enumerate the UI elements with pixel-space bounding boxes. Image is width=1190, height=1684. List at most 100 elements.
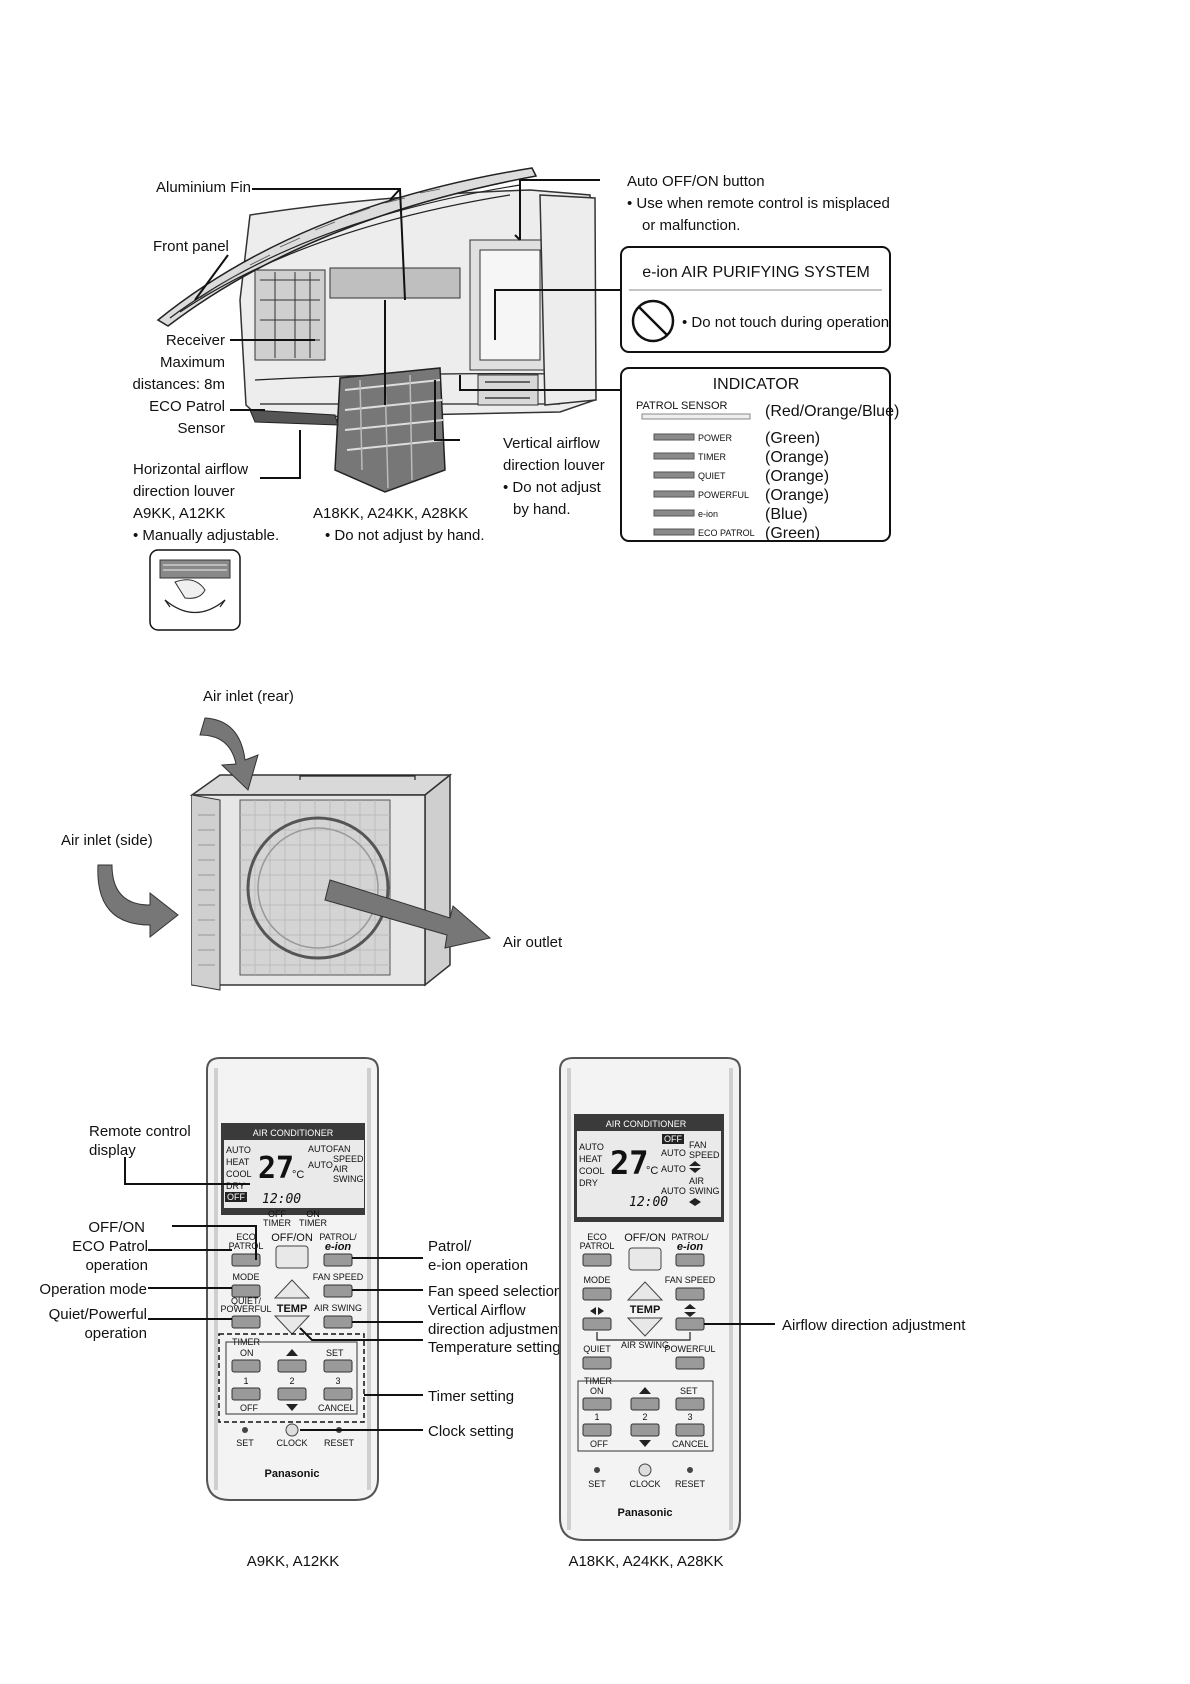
remote-large-timer-3-button[interactable] — [676, 1398, 704, 1410]
remote-large-powerful-label: POWERFUL — [664, 1344, 715, 1354]
remote-large-horizontal-swing-button[interactable] — [583, 1318, 611, 1330]
remote-small: AIR CONDITIONER AUTO HEAT COOL DRY OFF 2… — [207, 1058, 378, 1500]
remote-large-timer-off-button[interactable] — [583, 1424, 611, 1436]
indicator-box: INDICATOR PATROL SENSOR (Red/Orange/Blue… — [621, 368, 899, 542]
remote-small-auto-2: AUTO — [308, 1160, 333, 1170]
callout-fan-speed: Fan speed selection — [428, 1283, 562, 1300]
remote-large-fan: FAN — [689, 1140, 707, 1150]
remote-small-airswing-label: AIR SWING — [314, 1303, 362, 1313]
callout-timer: Timer setting — [428, 1388, 514, 1405]
remote-large-airswing-label: AIR SWING — [621, 1340, 669, 1350]
remote-small-clock-button[interactable] — [286, 1424, 298, 1436]
callout-clock: Clock setting — [428, 1423, 514, 1440]
remote-large-mode-button[interactable] — [583, 1288, 611, 1300]
remote-small-mode-dry: DRY — [226, 1181, 245, 1191]
indicator-lamp — [654, 510, 694, 516]
remote-small-air: AIR — [333, 1164, 349, 1174]
label-receiver: Receiver — [166, 332, 225, 349]
callout-quiet: Quiet/Powerful — [49, 1306, 147, 1323]
callout-eco-patrol: ECO Patrol — [72, 1238, 148, 1255]
remote-small-eion-label: e-ion — [325, 1241, 352, 1253]
remote-small-timer-2-button[interactable] — [278, 1360, 306, 1372]
remote-large-eco-label-2: PATROL — [580, 1241, 615, 1251]
label-vertical-louver: Vertical airflow — [503, 435, 600, 452]
label-auto-button: Auto OFF/ON button — [627, 173, 765, 190]
remote-small-off-timer-2: TIMER — [263, 1218, 291, 1228]
remote-large-timer-1-button[interactable] — [583, 1398, 611, 1410]
remote-large-fan-button[interactable] — [676, 1288, 704, 1300]
remote-large-timer-2-button[interactable] — [631, 1398, 659, 1410]
remote-large-eion-label: e-ion — [677, 1241, 704, 1253]
remote-small-patrol-button[interactable] — [324, 1254, 352, 1266]
remote-large-mode-cool: COOL — [579, 1166, 605, 1176]
label-aluminium-fin: Aluminium Fin — [156, 179, 251, 196]
callout-vertical-airflow-2: direction adjustment — [428, 1321, 563, 1338]
remote-large-mode-label: MODE — [584, 1275, 611, 1285]
remote-large-timer-label: TIMER — [584, 1376, 612, 1386]
remote-large-auto-1: AUTO — [661, 1148, 686, 1158]
remote-small-offon-label: OFF/ON — [271, 1232, 313, 1244]
remote-large-swing: SWING — [689, 1186, 720, 1196]
remote-large-timer-down-button[interactable] — [631, 1424, 659, 1436]
remote-large-eco-button[interactable] — [583, 1254, 611, 1266]
label-eco-patrol-sensor: Sensor — [177, 420, 225, 437]
remote-large-set-button[interactable] — [594, 1467, 600, 1473]
label-auto-button-note-2: or malfunction. — [642, 217, 740, 234]
remote-small-quiet-button[interactable] — [232, 1316, 260, 1328]
remote-large-offon-button[interactable] — [629, 1248, 661, 1270]
remote-small-fan-button[interactable] — [324, 1285, 352, 1297]
remote-small-mode-label: MODE — [233, 1272, 260, 1282]
remote-small-timer-3-button[interactable] — [324, 1360, 352, 1372]
remote-large-clock-button[interactable] — [639, 1464, 651, 1476]
remote-large-temp-label: TEMP — [630, 1304, 661, 1316]
label-small-models: A9KK, A12KK — [133, 505, 226, 522]
callout-operation-mode: Operation mode — [39, 1281, 147, 1298]
indicator-name: POWER — [698, 433, 733, 443]
remote-small-offon-button[interactable] — [276, 1246, 308, 1268]
label-vertical-by-hand: by hand. — [513, 501, 571, 518]
indicator-color: (Green) — [765, 430, 820, 447]
indicator-color: (Orange) — [765, 487, 829, 504]
remote-small-timer-1-button[interactable] — [232, 1360, 260, 1372]
indicator-name: TIMER — [698, 452, 726, 462]
remote-small-powerful-label: POWERFUL — [220, 1304, 271, 1314]
remote-small-brand: Panasonic — [264, 1468, 319, 1480]
indicator-color: (Green) — [765, 525, 820, 542]
remote-large-powerful-button[interactable] — [676, 1357, 704, 1369]
remote-large-reset-button[interactable] — [687, 1467, 693, 1473]
remote-large-fan-label: FAN SPEED — [665, 1275, 716, 1285]
remote-large-timer-cancel-button[interactable] — [676, 1424, 704, 1436]
remote-small-timer-cancel-button[interactable] — [324, 1388, 352, 1400]
remote-large-set-label: SET — [588, 1479, 606, 1489]
indicator-color: (Blue) — [765, 506, 808, 523]
remote-large-1: 1 — [594, 1412, 599, 1422]
indicator-lamp — [654, 434, 694, 440]
remote-small-airswing-button[interactable] — [324, 1316, 352, 1328]
label-front-panel: Front panel — [153, 238, 229, 255]
remote-large-header: AIR CONDITIONER — [606, 1119, 687, 1129]
label-eco-patrol: ECO Patrol — [149, 398, 225, 415]
indicator-title: INDICATOR — [713, 376, 800, 393]
remote-small-auto-1: AUTO — [308, 1144, 333, 1154]
remote-small-timer-off-button[interactable] — [232, 1388, 260, 1400]
remote-small-clock: 12:00 — [262, 1192, 301, 1207]
remote-large-3: 3 — [687, 1412, 692, 1422]
remote-small-timer-down-button[interactable] — [278, 1388, 306, 1400]
remote-large-offon-label: OFF/ON — [624, 1232, 666, 1244]
label-large-models: A18KK, A24KK, A28KK — [313, 505, 468, 522]
label-air-inlet-rear: Air inlet (rear) — [203, 688, 294, 705]
remote-large-quiet-button[interactable] — [583, 1357, 611, 1369]
remote-small-2: 2 — [289, 1376, 294, 1386]
indicator-color: (Orange) — [765, 449, 829, 466]
remote-small-reset-label: RESET — [324, 1438, 355, 1448]
remote-large-brand: Panasonic — [617, 1507, 672, 1519]
remote-small-timer-set: SET — [326, 1348, 344, 1358]
remote-large-patrol-button[interactable] — [676, 1254, 704, 1266]
remote-large-vertical-swing-button[interactable] — [676, 1318, 704, 1330]
indicator-lamp — [654, 453, 694, 459]
remote-small-mode-auto: AUTO — [226, 1145, 251, 1155]
remote-small-temp: 27 — [258, 1151, 294, 1186]
remote-large-timer-cancel: CANCEL — [672, 1439, 709, 1449]
remote-small-set-button[interactable] — [242, 1427, 248, 1433]
label-receiver-max: Maximum — [160, 354, 225, 371]
